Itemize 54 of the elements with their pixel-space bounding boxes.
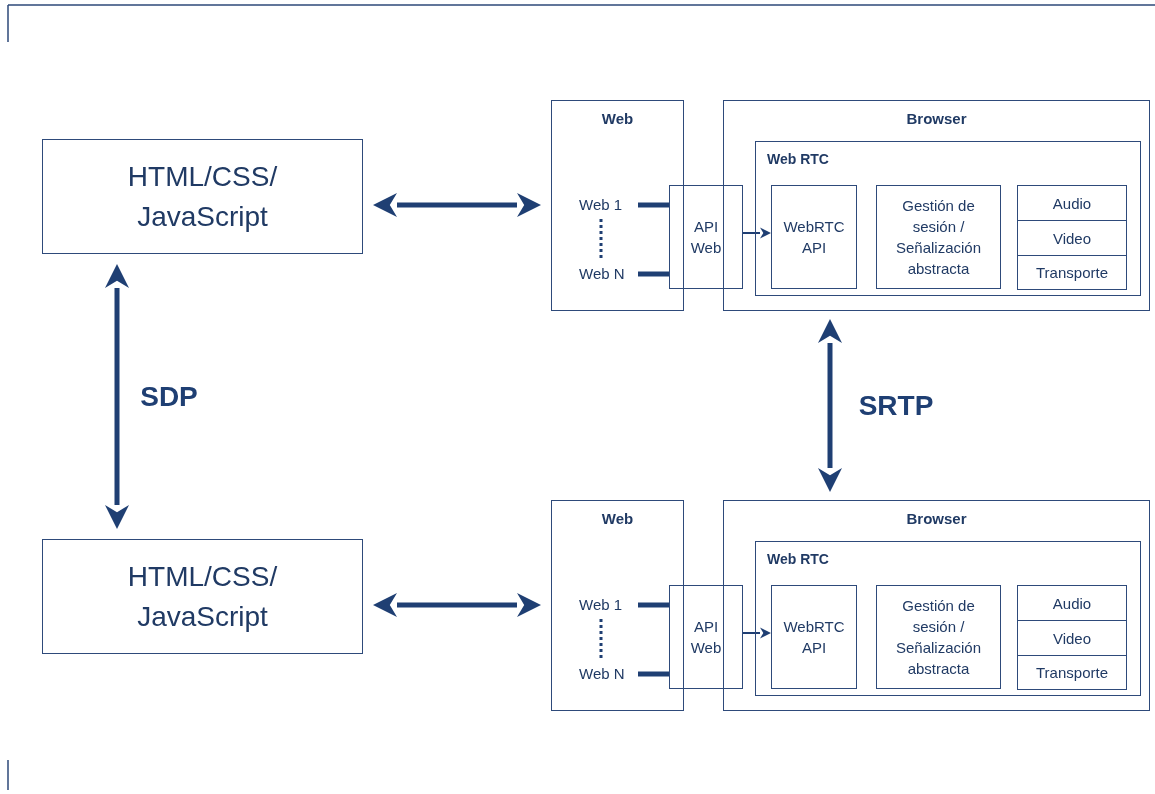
box-label: WebRTC API	[782, 617, 846, 658]
arrow	[373, 593, 541, 617]
box-label: Audio	[1051, 193, 1093, 214]
arrow	[105, 264, 129, 529]
arrow	[742, 627, 771, 639]
page-label: Web N	[579, 664, 635, 684]
web-panel	[551, 500, 684, 711]
code-layer-box	[42, 139, 363, 254]
video-box	[1017, 620, 1127, 656]
box-label: WebRTC API	[782, 217, 846, 258]
audio-box	[1017, 585, 1127, 621]
audio-box	[1017, 185, 1127, 221]
box-label: Audio	[1051, 593, 1093, 614]
web-panel	[551, 100, 684, 311]
box-label: Video	[1051, 628, 1093, 649]
webrtc-panel	[755, 141, 1141, 296]
page-label: Web 1	[579, 195, 635, 215]
webrtc-panel	[755, 541, 1141, 696]
transport-box	[1017, 255, 1127, 290]
api-box	[771, 585, 857, 689]
session-box	[876, 185, 1001, 289]
panel-heading: Browser	[905, 509, 968, 529]
transport-box	[1017, 655, 1127, 690]
arrow	[373, 193, 541, 217]
api-box	[771, 185, 857, 289]
panel-heading: Browser	[905, 109, 968, 129]
panel-heading: Web	[600, 509, 635, 529]
session-box	[876, 585, 1001, 689]
box-label: Video	[1051, 228, 1093, 249]
api-box	[669, 185, 743, 289]
browser-panel	[723, 100, 1150, 311]
box-label: Transporte	[1035, 263, 1109, 283]
page-label: Web N	[579, 264, 635, 284]
box-label: Gestión de sesión / Señalización abstracta	[894, 196, 983, 279]
connector-line	[638, 202, 669, 208]
box-label: HTML/CSS/ JavaScript	[126, 559, 279, 634]
box-label: API Web	[689, 217, 723, 258]
panel-heading: Web RTC	[767, 550, 829, 569]
panel-heading: Web	[600, 109, 635, 129]
arrow	[742, 227, 771, 239]
box-label: Gestión de sesión / Señalización abstracta	[894, 596, 983, 679]
code-layer-box	[42, 539, 363, 654]
box-label: HTML/CSS/ JavaScript	[126, 159, 279, 234]
box-label: Transporte	[1035, 663, 1109, 683]
video-box	[1017, 220, 1127, 256]
connector-line	[638, 602, 669, 608]
page-label: Web 1	[579, 595, 635, 615]
connector-line	[638, 671, 669, 677]
arrow	[818, 319, 842, 492]
box-label: API Web	[689, 617, 723, 658]
panel-heading: Web RTC	[767, 150, 829, 169]
api-box	[669, 585, 743, 689]
browser-panel	[723, 500, 1150, 711]
connector-line	[638, 271, 669, 277]
